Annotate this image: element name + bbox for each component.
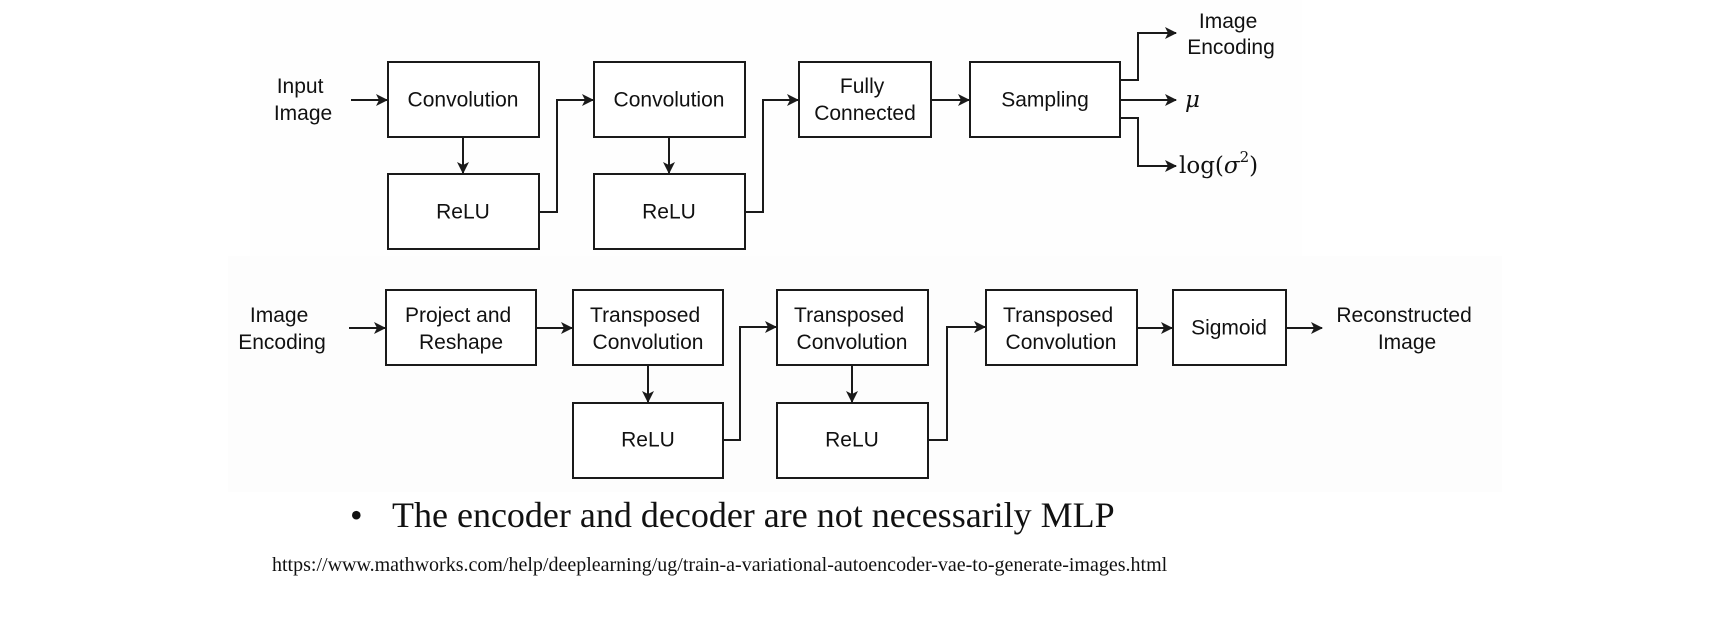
svg-text:Convolution: Convolution	[408, 89, 519, 112]
block-decoder-relu2: ReLU	[776, 402, 929, 479]
block-project-reshape: Project and Reshape	[385, 289, 537, 366]
svg-text:Transposed Convolution: Transposed Convolution	[590, 304, 706, 354]
arrow-relu2-to-fc	[745, 94, 799, 213]
arrow-relu2-to-tconv3	[928, 321, 986, 441]
block-tconv2: Transposed Convolution	[776, 289, 929, 366]
block-tconv1: Transposed Convolution	[572, 289, 724, 366]
block-conv1: Convolution	[387, 61, 540, 138]
decoder-input-label: Image Encoding	[238, 304, 326, 354]
encoder-input-label: Input Image	[274, 75, 332, 125]
svg-text:Transposed Convolution: Transposed Convolution	[1003, 304, 1119, 354]
arrow-sampling-to-logvar	[1120, 117, 1177, 172]
svg-text:Fully Connected: Fully Connected	[814, 75, 916, 125]
output-logvar-label: log(σ2)	[1179, 148, 1258, 179]
bullet-text: The encoder and decoder are not necessar…	[392, 495, 1115, 535]
decoder-output-label: Reconstructed Image	[1336, 304, 1477, 354]
block-sampling: Sampling	[969, 61, 1121, 138]
decoder: Image Encoding Project and Reshape Trans…	[238, 289, 1477, 479]
block-sigmoid: Sigmoid	[1172, 289, 1287, 366]
output-image-encoding-label: Image Encoding	[1187, 10, 1275, 59]
bullet-point: • The encoder and decoder are not necessa…	[350, 494, 1115, 536]
block-decoder-relu1: ReLU	[572, 402, 724, 479]
block-tconv3: Transposed Convolution	[985, 289, 1138, 366]
output-mu-label: μ	[1185, 87, 1200, 113]
block-relu1: ReLU	[387, 173, 540, 250]
svg-text:ReLU: ReLU	[642, 201, 696, 224]
svg-text:Sigmoid: Sigmoid	[1191, 317, 1267, 340]
block-conv2: Convolution	[593, 61, 746, 138]
bullet-symbol: •	[350, 495, 363, 535]
svg-text:ReLU: ReLU	[436, 201, 490, 224]
svg-text:ReLU: ReLU	[825, 429, 879, 452]
svg-text:ReLU: ReLU	[621, 429, 675, 452]
encoder: Input Image Convolution ReLU Convolution…	[274, 10, 1275, 250]
source-url: https://www.mathworks.com/help/deeplearn…	[272, 554, 1168, 576]
svg-text:Project and Reshape: Project and Reshape	[405, 304, 517, 354]
svg-text:Sampling: Sampling	[1001, 89, 1089, 112]
arrow-relu1-to-conv2	[539, 94, 594, 213]
block-relu2: ReLU	[593, 173, 746, 250]
svg-text:Transposed Convolution: Transposed Convolution	[794, 304, 910, 354]
svg-text:Convolution: Convolution	[614, 89, 725, 112]
arrow-sampling-to-encoding	[1120, 27, 1177, 81]
block-fully-connected: Fully Connected	[798, 61, 932, 138]
arrow-relu1-to-tconv2	[723, 321, 777, 441]
